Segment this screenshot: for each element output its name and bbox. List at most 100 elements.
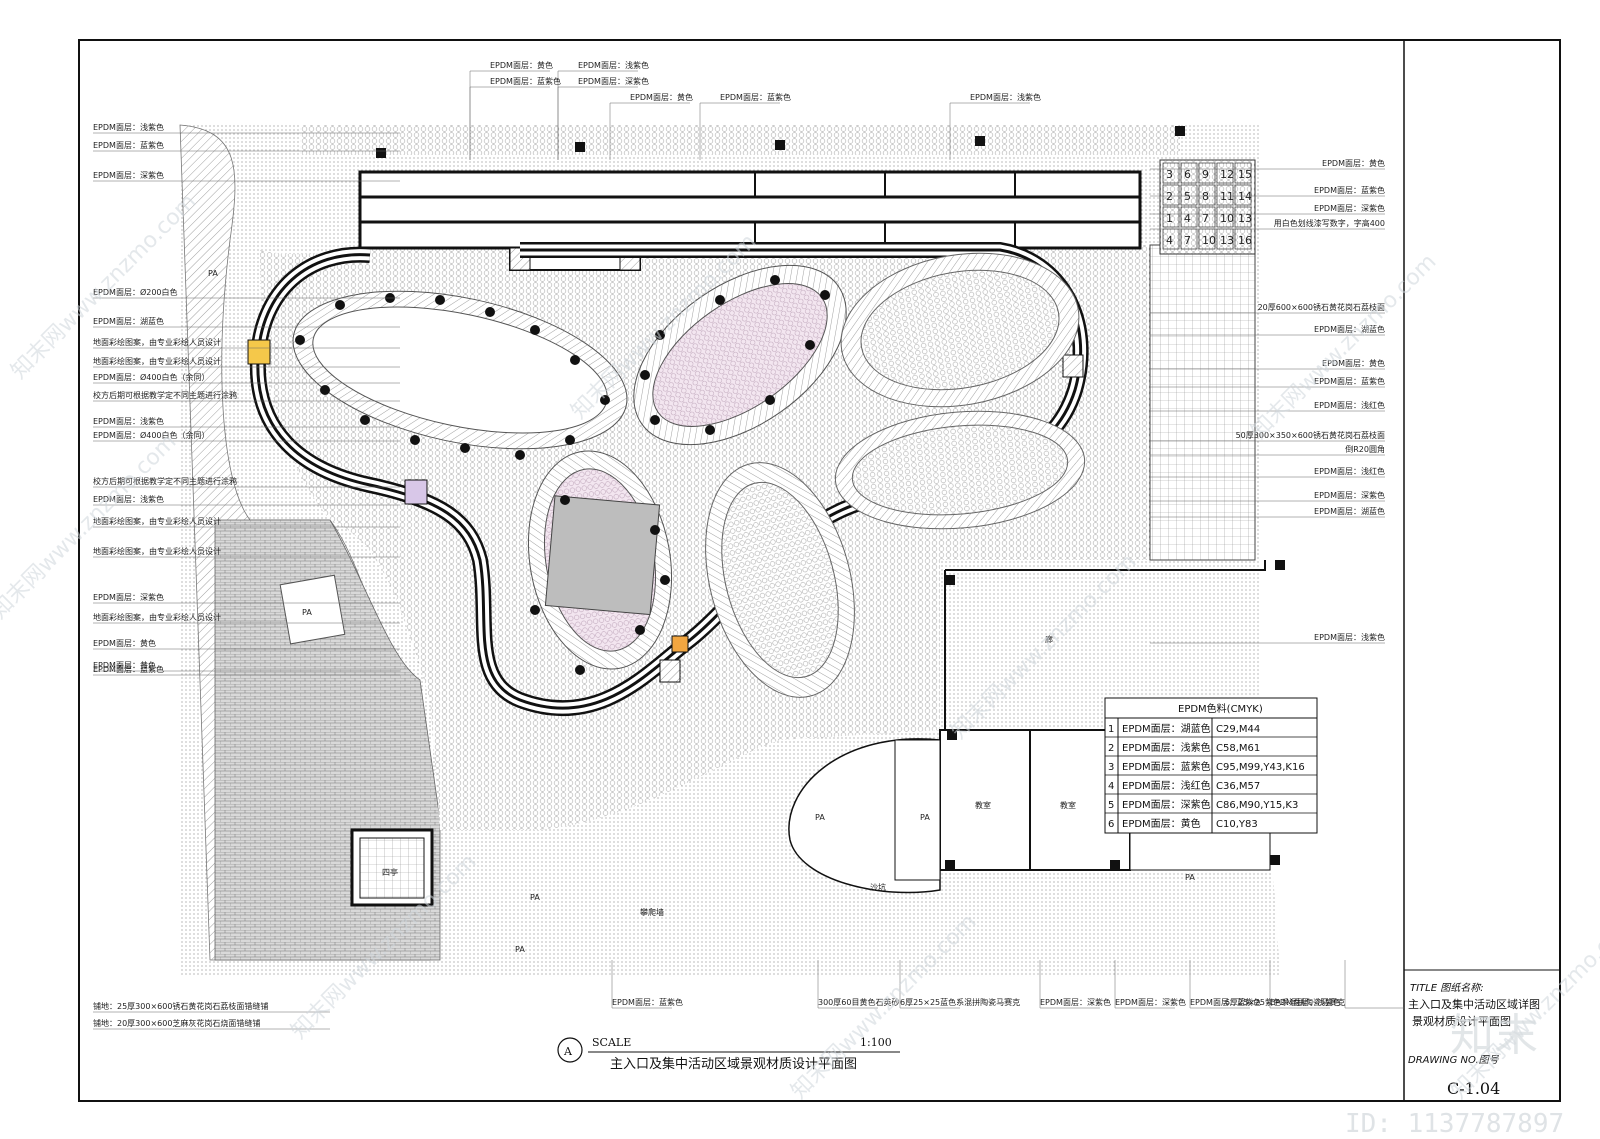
- note-left: EPDM面层：Ø200白色: [93, 287, 178, 297]
- color-row-cmyk: C29,M44: [1216, 724, 1260, 735]
- note-left: EPDM面层：浅紫色: [93, 494, 164, 504]
- note-left: EPDM面层：蓝紫色: [93, 140, 164, 150]
- note-right: EPDM面层：湖蓝色: [1314, 324, 1385, 334]
- dot-ring: [295, 275, 830, 675]
- notes-right: EPDM面层：黄色EPDM面层：蓝紫色EPDM面层：深紫色用白色划线漆写数字，字…: [1150, 158, 1385, 644]
- label-pa: PA: [530, 893, 540, 902]
- note-top: EPDM面层：蓝紫色: [490, 76, 561, 86]
- note-right: EPDM面层：黄色: [1322, 158, 1385, 168]
- note-left: 地面彩绘图案，由专业彩绘人员设计: [93, 356, 221, 366]
- note-right: EPDM面层：黄色: [1322, 358, 1385, 368]
- title-prefix: TITLE 图纸名称:: [1410, 982, 1484, 994]
- label-pa: PA: [815, 813, 825, 822]
- grid-number: 13: [1220, 234, 1234, 247]
- label-room1: 教室: [975, 800, 991, 810]
- scale-label: SCALE: [592, 1036, 631, 1049]
- note-left: 地面彩绘图案，由专业彩绘人员设计: [93, 337, 221, 347]
- color-row-no: 3: [1108, 762, 1114, 773]
- color-row-name: EPDM面层：浅红色: [1122, 779, 1211, 792]
- drawing-caption: A SCALE 1:100 主入口及集中活动区域景观材质设计平面图: [557, 1036, 900, 1072]
- label-pa: PA: [208, 269, 218, 278]
- note-right: 用白色划线漆写数字，字高400: [1274, 218, 1385, 228]
- title-line2: 景观材质设计平面图: [1412, 1014, 1511, 1028]
- color-table-header: EPDM色料(CMYK): [1178, 702, 1263, 715]
- scale-value: 1:100: [860, 1036, 892, 1049]
- title-line1: 主入口及集中活动区域详图: [1408, 997, 1540, 1011]
- note-top: EPDM面层：黄色: [630, 92, 693, 102]
- grid-number: 6: [1184, 168, 1191, 181]
- grid-number: 13: [1238, 212, 1252, 225]
- notes-top: EPDM面层：黄色 EPDM面层：浅紫色 EPDM面层：蓝紫色 EPDM面层：深紫色 E…: [469, 60, 1041, 160]
- grid-number: 10: [1220, 212, 1234, 225]
- label-sandpit: 沙坑: [870, 882, 886, 892]
- note-left: EPDM面层：Ø400白色（余同）: [93, 430, 210, 440]
- notes-bottom-left: 铺地：25厚300×600锈石黄花岗石荔枝面错缝铺铺地：20厚300×600芝麻…: [93, 1001, 330, 1030]
- section-letter: A: [563, 1045, 573, 1058]
- note-left: 地面彩绘图案，由专业彩绘人员设计: [93, 516, 221, 526]
- note-bottom: EPDM面层：深紫色: [1040, 997, 1111, 1007]
- note-left: 地面彩绘图案，由专业彩绘人员设计: [93, 546, 221, 556]
- label-pa: PA: [920, 813, 930, 822]
- grid-number: 3: [1166, 168, 1173, 181]
- grid-number: 2: [1166, 190, 1173, 203]
- grid-number: 14: [1238, 190, 1252, 203]
- note-left: 校方后期可根据教学定不同主题进行涂鸦: [93, 390, 237, 400]
- color-row-cmyk: C95,M99,Y43,K16: [1216, 762, 1305, 773]
- note-left: EPDM面层：黄色: [93, 660, 156, 670]
- note-right: EPDM面层：湖蓝色: [1314, 506, 1385, 516]
- note-right: EPDM面层：深紫色: [1314, 203, 1385, 213]
- note-left: EPDM面层：蓝紫色: [93, 664, 164, 674]
- grid-number: 12: [1220, 168, 1234, 181]
- color-row-cmyk: C58,M61: [1216, 743, 1260, 754]
- title-block: TITLE 图纸名称: 主入口及集中活动区域详图 景观材质设计平面图 DRAWI…: [1408, 982, 1540, 1098]
- color-row-no: 1: [1108, 724, 1114, 735]
- grid-number: 7: [1202, 212, 1209, 225]
- note-right: EPDM面层：浅红色: [1314, 466, 1385, 476]
- note-right: 20厚600×600锈石黄花岗石荔枝面: [1258, 302, 1385, 312]
- color-row-name: EPDM面层：湖蓝色: [1122, 722, 1211, 735]
- note-top: EPDM面层：浅紫色: [578, 60, 649, 70]
- note-bottom-left: 铺地：20厚300×600芝麻灰花岗石烧面错缝铺: [93, 1018, 260, 1028]
- note-top: EPDM面层：深紫色: [578, 76, 649, 86]
- note-right: EPDM面层：蓝紫色: [1314, 376, 1385, 386]
- note-right: EPDM面层：深紫色: [1314, 490, 1385, 500]
- color-row-name: EPDM面层：深紫色: [1122, 798, 1211, 811]
- note-top: EPDM面层：浅紫色: [970, 92, 1041, 102]
- color-row-no: 4: [1108, 781, 1114, 792]
- color-row-cmyk: C10,Y83: [1216, 819, 1258, 830]
- label-pa: PA: [515, 945, 525, 954]
- note-left: 校方后期可根据教学定不同主题进行涂鸦: [93, 476, 237, 486]
- id-text: ID: 1137787897: [1345, 1109, 1564, 1139]
- color-row-cmyk: C36,M57: [1216, 781, 1260, 792]
- label-climbing: 攀爬墙: [640, 907, 664, 917]
- note-left: 地面彩绘图案，由专业彩绘人员设计: [93, 612, 221, 622]
- color-row-no: 6: [1108, 819, 1114, 830]
- note-top: EPDM面层：蓝紫色: [720, 92, 791, 102]
- label-room2: 教室: [1060, 800, 1076, 810]
- drawing-no-prefix: DRAWING NO.图号: [1408, 1055, 1500, 1066]
- note-bottom: EPDM面层：蓝紫色: [612, 997, 683, 1007]
- grid-number: 1: [1166, 212, 1173, 225]
- note-left: EPDM面层：湖蓝色: [93, 316, 164, 326]
- note-right: EPDM面层：蓝紫色: [1314, 185, 1385, 195]
- note-bottom: EPDM面层：蓝紫色: [1190, 997, 1261, 1007]
- ellipses: [292, 252, 1086, 698]
- note-left: EPDM面层：浅紫色: [93, 416, 164, 426]
- note-left: EPDM面层：浅紫色: [93, 122, 164, 132]
- color-row-name: EPDM面层：浅紫色: [1122, 741, 1211, 754]
- note-left: EPDM面层：黄色: [93, 638, 156, 648]
- grid-number: 5: [1184, 190, 1191, 203]
- note-bottom: EPDM面层：浅紫色: [1270, 997, 1341, 1007]
- drawing-no: C-1.04: [1447, 1079, 1500, 1098]
- drawing-caption-text: 主入口及集中活动区域景观材质设计平面图: [610, 1056, 857, 1072]
- grid-number: 8: [1202, 190, 1209, 203]
- note-top: EPDM面层：黄色: [490, 60, 553, 70]
- grid-number: 16: [1238, 234, 1252, 247]
- note-left: EPDM面层：Ø400白色（余同）: [93, 372, 210, 382]
- label-corridor: 廊: [1045, 634, 1053, 644]
- plan-labels: PA PA PA PA PA PA PA 沙坑 攀爬墙 四亭 教室 教室 廊: [208, 269, 1195, 954]
